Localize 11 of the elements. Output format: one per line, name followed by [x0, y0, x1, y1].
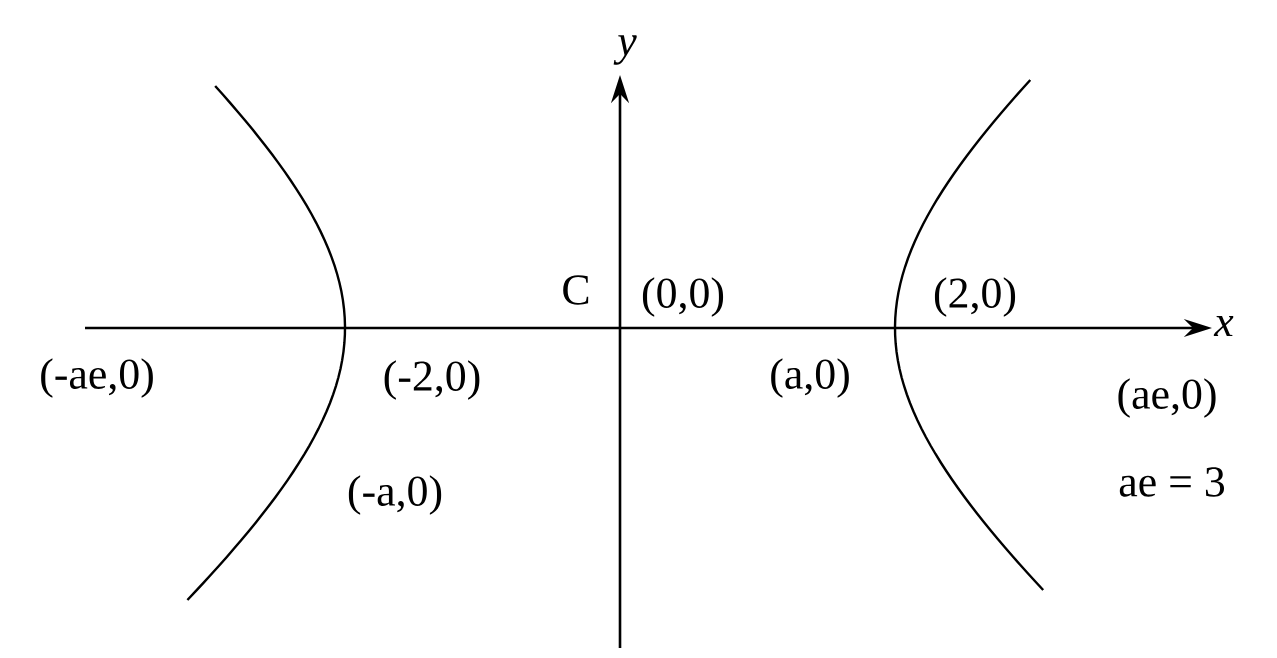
center-label: C — [563, 275, 589, 305]
axis-label: y — [613, 35, 637, 65]
point-label: (-a,0) — [348, 475, 442, 515]
point-label: (2,0) — [934, 277, 1016, 317]
point-label: (-ae,0) — [41, 358, 153, 398]
equation-label: ae = 3 — [1119, 467, 1225, 497]
axis-label: x — [1213, 315, 1234, 337]
point-label: (a,0) — [771, 358, 849, 398]
point-label: (ae,0) — [1118, 378, 1216, 418]
point-label: (-2,0) — [384, 360, 480, 400]
point-label: (0,0) — [642, 277, 724, 317]
